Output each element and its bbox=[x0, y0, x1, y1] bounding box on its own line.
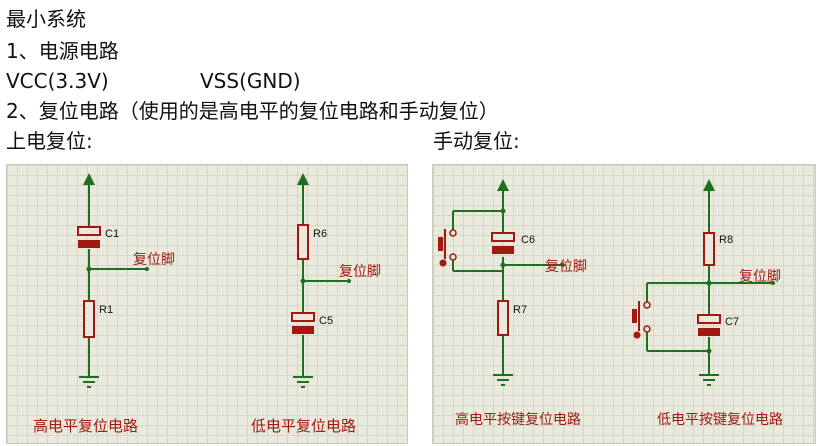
section-power-circuit: 1、电源电路 bbox=[6, 39, 119, 63]
vcc-arrow-icon bbox=[703, 179, 715, 191]
section-reset-circuit: 2、复位电路（使用的是高电平的复位电路和手动复位） bbox=[6, 99, 499, 123]
ground-icon bbox=[699, 374, 719, 386]
low-level-button-reset-caption: 低电平按键复位电路 bbox=[657, 412, 783, 428]
capacitor-c7-icon bbox=[697, 314, 721, 336]
capacitor-c5-icon bbox=[291, 312, 315, 334]
resistor-r8-icon bbox=[703, 232, 715, 266]
high-level-reset-caption: 高电平复位电路 bbox=[33, 417, 139, 435]
ground-icon bbox=[493, 374, 513, 386]
ground-icon bbox=[293, 376, 313, 388]
title-line: 最小系统 bbox=[6, 7, 86, 31]
c1-label: C1 bbox=[105, 228, 120, 240]
vcc-arrow-icon bbox=[83, 173, 95, 185]
vcc-label: VCC(3.3V) bbox=[6, 69, 109, 93]
high-level-button-reset-caption: 高电平按键复位电路 bbox=[455, 412, 581, 428]
ground-icon bbox=[79, 376, 99, 388]
reset-pin-label-c: 复位脚 bbox=[545, 259, 587, 275]
power-on-reset-heading: 上电复位: bbox=[6, 129, 93, 153]
c5-label: C5 bbox=[319, 315, 334, 327]
resistor-r1-icon bbox=[83, 300, 95, 338]
r8-label: R8 bbox=[719, 234, 734, 246]
vcc-arrow-icon bbox=[297, 173, 309, 185]
schematic-right-drawing bbox=[438, 179, 775, 386]
resistor-r7-icon bbox=[497, 300, 509, 336]
manual-reset-heading: 手动复位: bbox=[433, 129, 520, 153]
c7-label: C7 bbox=[725, 316, 740, 328]
push-button-icon bbox=[438, 229, 457, 267]
reset-pin-label-a: 复位脚 bbox=[133, 252, 175, 268]
capacitor-c6-icon bbox=[491, 232, 515, 254]
resistor-r6-icon bbox=[297, 224, 309, 260]
c6-label: C6 bbox=[521, 234, 536, 246]
reset-pin-label-d: 复位脚 bbox=[739, 269, 781, 285]
schematic-left-drawing bbox=[77, 173, 351, 388]
reset-pin-label-b: 复位脚 bbox=[339, 264, 381, 280]
r7-label: R7 bbox=[513, 304, 528, 316]
vss-label: VSS(GND) bbox=[200, 69, 301, 93]
vcc-arrow-icon bbox=[497, 179, 509, 191]
power-on-reset-schematic: C1 R1 复位脚 R6 C5 复位脚 高电平复位电路 低电平复位电路 bbox=[6, 164, 408, 444]
r1-label: R1 bbox=[99, 304, 114, 316]
r6-label: R6 bbox=[313, 228, 328, 240]
push-button-icon bbox=[632, 301, 651, 339]
capacitor-c1-icon bbox=[77, 226, 101, 248]
low-level-reset-caption: 低电平复位电路 bbox=[251, 417, 357, 435]
manual-reset-schematic: C6 R7 复位脚 R8 C7 复位脚 高电平按键复位电路 低电平按键复位电路 bbox=[432, 164, 816, 444]
